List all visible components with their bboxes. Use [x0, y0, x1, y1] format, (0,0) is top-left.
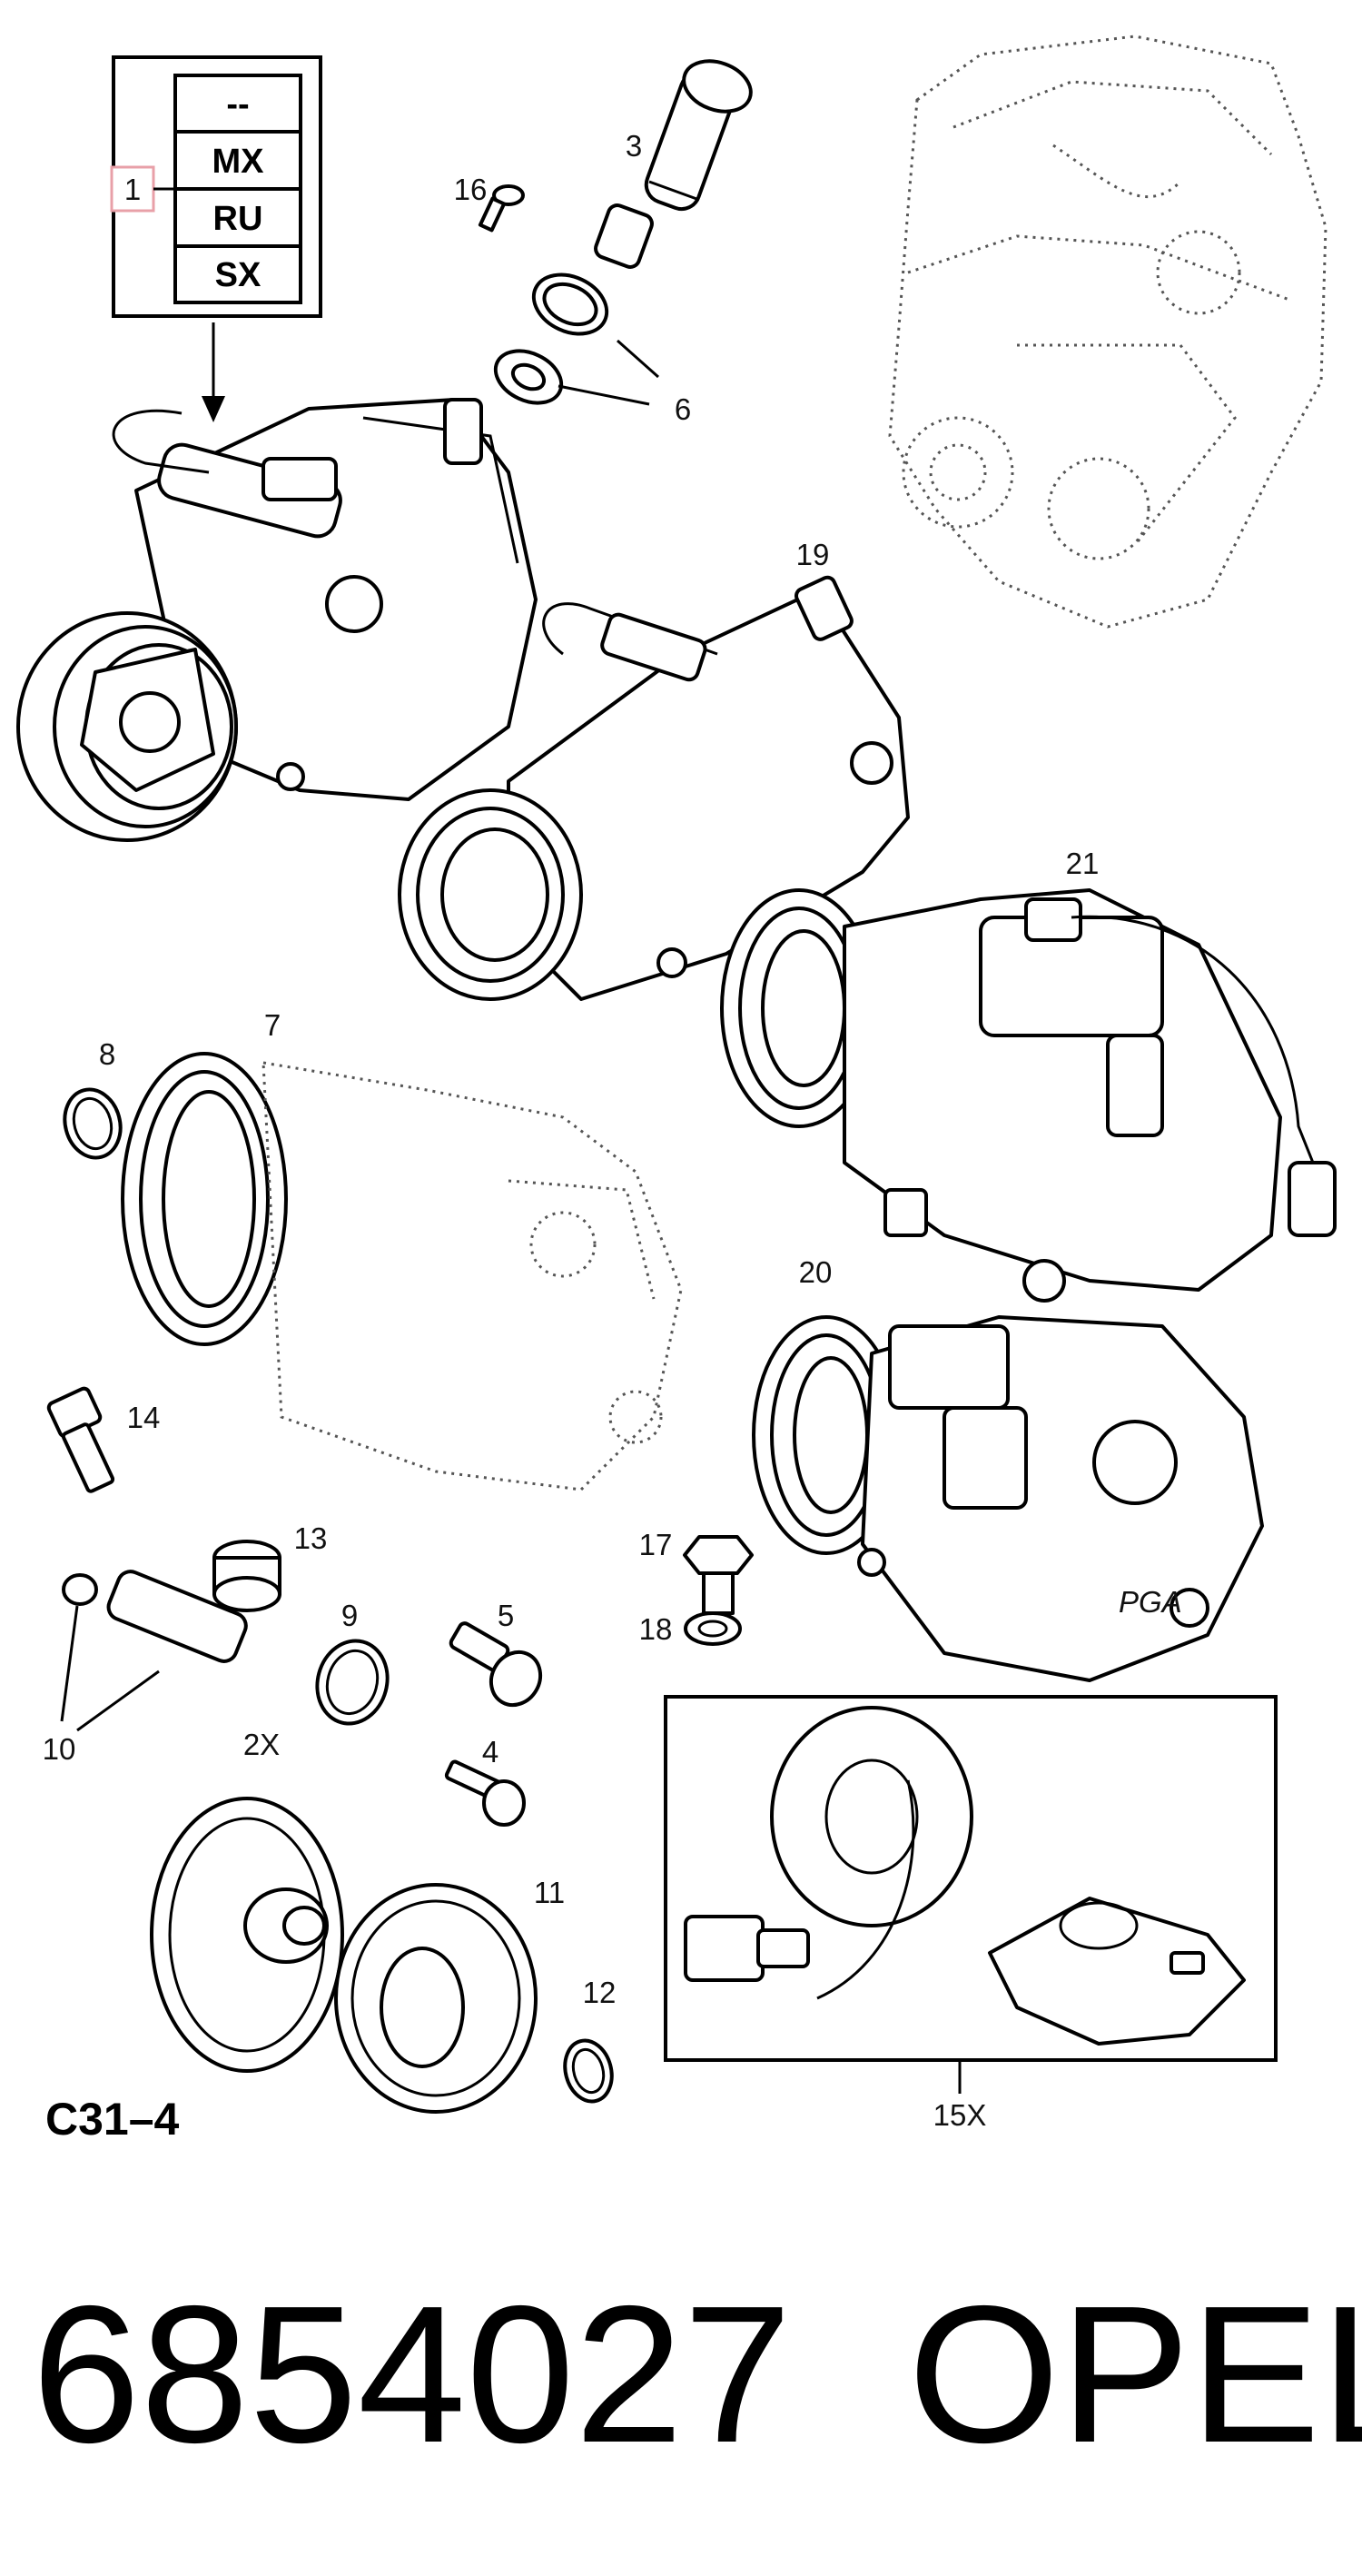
- part-8-circlip: [63, 1087, 123, 1160]
- diagram-code: C31–4: [45, 2094, 180, 2145]
- callout-11: 11: [534, 1876, 565, 1909]
- callout-5: 5: [498, 1599, 514, 1632]
- callout-6: 6: [675, 392, 691, 426]
- part-11-pulley: [334, 1883, 538, 2114]
- callout-10: 10: [43, 1732, 76, 1766]
- part-21-compressor: [720, 888, 1337, 1303]
- legend-marker-box: [110, 165, 155, 213]
- part-number: 6854027: [32, 2264, 792, 2483]
- callout-8: 8: [99, 1037, 115, 1071]
- part-3-valve: [594, 59, 753, 269]
- callout-16: 16: [454, 173, 488, 206]
- part-13-plug: [212, 1540, 281, 1612]
- part-4-bolt: [444, 1759, 526, 1827]
- part-7-compressor: [121, 1052, 683, 1491]
- callout-20: 20: [799, 1255, 833, 1289]
- compressor-top-left: [16, 398, 538, 842]
- pga-mark: PGA: [1119, 1585, 1182, 1619]
- callout-9: 9: [341, 1599, 358, 1632]
- brand: OPEL: [908, 2264, 1362, 2483]
- part-17-bolt: [683, 1535, 754, 1615]
- part-2x-clutch-plate: [150, 1797, 344, 2073]
- part-15x-coil-kit: [664, 1695, 1278, 2094]
- legend-code-3: RU: [213, 200, 263, 238]
- part-16-screw: [478, 184, 525, 233]
- variant-legend: -- MX RU SX 1: [110, 55, 322, 422]
- callout-4: 4: [482, 1735, 498, 1769]
- callout-18: 18: [639, 1612, 673, 1646]
- engine-illustration: [888, 35, 1327, 629]
- callout-2x: 2X: [243, 1728, 280, 1761]
- callout-3: 3: [626, 129, 642, 163]
- callout-19: 19: [796, 538, 830, 571]
- part-20-compressor: PGA: [752, 1315, 1264, 1682]
- part-12-circlip: [563, 2038, 614, 2104]
- callout-13: 13: [294, 1521, 328, 1555]
- callout-21: 21: [1066, 847, 1100, 880]
- part-6-seals: [493, 272, 659, 406]
- callout-7: 7: [264, 1008, 281, 1042]
- part-14-bolt: [46, 1386, 115, 1493]
- legend-code-1: --: [226, 85, 249, 124]
- callout-17: 17: [639, 1528, 673, 1561]
- part-9-snapring: [315, 1639, 390, 1726]
- part-5-screw: [449, 1621, 543, 1708]
- callout-15x: 15X: [933, 2098, 987, 2132]
- callout-12: 12: [583, 1976, 617, 2009]
- legend-code-4: SX: [215, 256, 262, 294]
- legend-marker: 1: [124, 173, 141, 206]
- part-10-switch: [60, 1570, 248, 1732]
- legend-code-2: MX: [212, 143, 265, 181]
- part-18-washer: [684, 1611, 742, 1646]
- callout-14: 14: [127, 1401, 161, 1434]
